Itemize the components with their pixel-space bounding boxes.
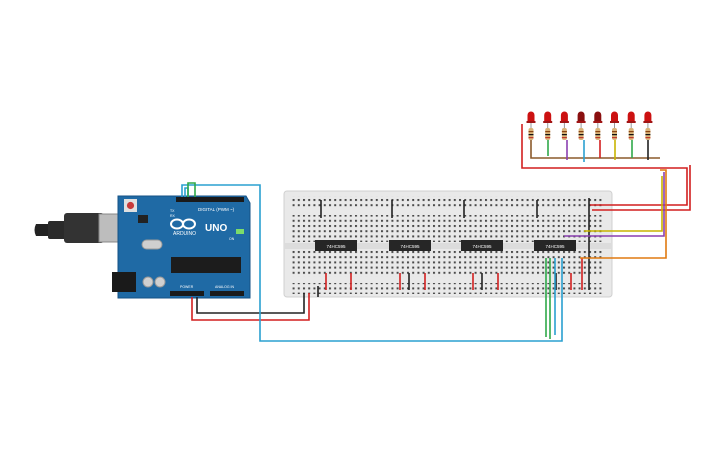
digital-label: DIGITAL (PWM ~) xyxy=(198,207,235,212)
atmega-chip xyxy=(171,257,241,273)
top-power-rail[interactable] xyxy=(291,196,603,207)
chip-label: 74HC595 xyxy=(472,244,492,249)
led-4[interactable] xyxy=(576,111,586,141)
wire-led-power[interactable] xyxy=(521,124,688,206)
tx-label: TX xyxy=(170,209,175,213)
power-header[interactable] xyxy=(170,291,204,296)
on-label: ON xyxy=(229,237,235,241)
wire-data[interactable] xyxy=(181,184,563,342)
shift-register-1[interactable]: 74HC595 xyxy=(315,240,357,251)
wire-orange[interactable] xyxy=(580,169,667,259)
led-7[interactable] xyxy=(626,111,636,141)
led-array[interactable] xyxy=(526,111,653,141)
digital-header[interactable] xyxy=(176,197,244,202)
analog-header[interactable] xyxy=(210,291,244,296)
shift-register-2[interactable]: 74HC595 xyxy=(389,240,431,251)
shift-register-3[interactable]: 74HC595 xyxy=(461,240,503,251)
shift-register-4[interactable]: 74HC595 xyxy=(534,240,576,251)
chip-label: 74HC595 xyxy=(326,244,346,249)
analog-label: ANALOG IN xyxy=(215,285,235,289)
arduino-brand-text: ARDUINO xyxy=(173,231,196,237)
breadboard-jumpers[interactable] xyxy=(317,198,590,297)
wire-purple[interactable] xyxy=(564,172,665,237)
led-8[interactable] xyxy=(643,111,653,141)
led-5[interactable] xyxy=(593,111,603,141)
power-label: POWER xyxy=(180,285,194,289)
arduino-uno-board[interactable]: ARDUINO UNO DIGITAL (PWM ~) TX RX ON POW… xyxy=(112,195,251,299)
top-terminal-strip[interactable] xyxy=(291,215,603,242)
wire-gnd[interactable] xyxy=(196,293,305,314)
power-led xyxy=(236,229,244,234)
led-1[interactable] xyxy=(526,111,536,141)
chip-label: 74HC595 xyxy=(545,244,565,249)
wire-clock[interactable] xyxy=(187,182,196,197)
long-wires[interactable] xyxy=(181,124,691,342)
wire-5v[interactable] xyxy=(191,293,310,321)
breadboard[interactable] xyxy=(283,190,613,298)
usb-cable xyxy=(34,213,124,243)
rx-label: RX xyxy=(170,214,176,218)
chip-label: 74HC595 xyxy=(400,244,420,249)
bottom-terminal-strip[interactable] xyxy=(291,250,603,277)
led-6[interactable] xyxy=(610,111,619,141)
led-3[interactable] xyxy=(559,111,569,141)
power-jack xyxy=(112,272,136,292)
bottom-power-rail[interactable] xyxy=(291,283,603,294)
led-2[interactable] xyxy=(543,111,553,141)
uno-model-text: UNO xyxy=(205,223,227,234)
arduino-logo: ARDUINO xyxy=(170,218,196,237)
